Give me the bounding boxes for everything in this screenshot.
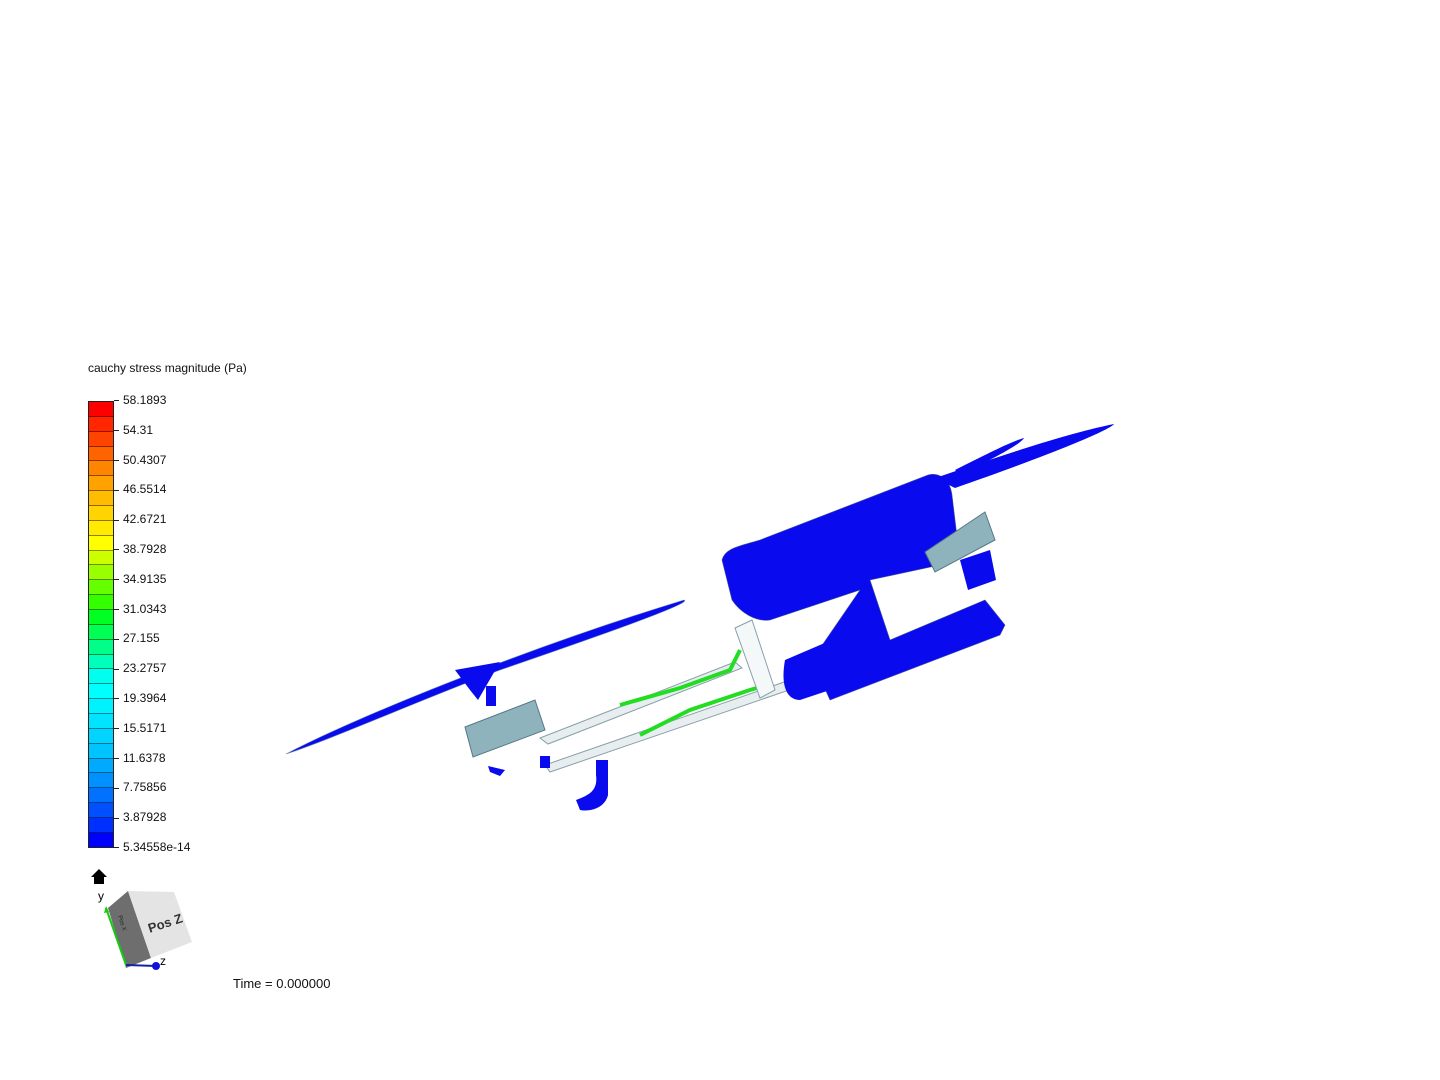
y-axis-arrow bbox=[104, 906, 109, 913]
propeller-right-tip bbox=[955, 438, 1024, 475]
legend-tick-label: 42.6721 bbox=[114, 512, 166, 526]
legend-tick-label: 38.7928 bbox=[114, 542, 166, 556]
legend-tick-label: 27.155 bbox=[114, 631, 160, 645]
legend-band bbox=[89, 728, 113, 744]
landing-foot-left bbox=[488, 766, 505, 776]
drone-model bbox=[285, 424, 1114, 811]
legend-tick-label: 3.87928 bbox=[114, 810, 166, 824]
legend-tick-label: 58.1893 bbox=[114, 393, 166, 407]
legend-band bbox=[89, 402, 113, 417]
z-axis-dot bbox=[152, 962, 160, 970]
cube-side-face[interactable] bbox=[108, 891, 151, 968]
cube-side-label: Pos X bbox=[116, 915, 127, 932]
landing-block bbox=[540, 756, 550, 768]
legend-band bbox=[89, 803, 113, 819]
legend-tick-label: 23.2757 bbox=[114, 661, 166, 675]
legend-band bbox=[89, 416, 113, 432]
legend-tick-label: 19.3964 bbox=[114, 691, 166, 705]
lattice-motor-right bbox=[924, 511, 996, 573]
legend-band bbox=[89, 431, 113, 447]
motor-right-mount bbox=[960, 550, 996, 590]
legend-tick-label: 54.31 bbox=[114, 423, 153, 437]
z-axis-label: z bbox=[160, 954, 166, 968]
legend-tick-label: 5.34558e-14 bbox=[114, 840, 190, 854]
legend-band bbox=[89, 699, 113, 715]
legend-band bbox=[89, 506, 113, 521]
legend-band bbox=[89, 788, 113, 804]
legend-band bbox=[89, 580, 113, 596]
legend-band bbox=[89, 595, 113, 611]
frame-bracket bbox=[734, 619, 776, 699]
legend-band bbox=[89, 535, 113, 551]
cube-front-face[interactable] bbox=[128, 891, 192, 958]
legend-tick-label: 11.6378 bbox=[114, 751, 166, 765]
legend-tick-label: 15.5171 bbox=[114, 721, 166, 735]
y-axis-line bbox=[105, 907, 127, 966]
legend-tick-label: 7.75856 bbox=[114, 780, 166, 794]
time-readout: Time = 0.000000 bbox=[233, 976, 331, 991]
legend-band bbox=[89, 491, 113, 507]
motor-right-lower bbox=[783, 630, 875, 700]
legend-band bbox=[89, 669, 113, 685]
legend-band bbox=[89, 773, 113, 789]
legend-band bbox=[89, 758, 113, 774]
legend-band bbox=[89, 818, 113, 833]
legend-band bbox=[89, 654, 113, 670]
motor-shaft-left bbox=[486, 686, 496, 706]
legend-band bbox=[89, 446, 113, 462]
legend-band bbox=[89, 639, 113, 655]
legend-band bbox=[89, 624, 113, 640]
legend-band bbox=[89, 461, 113, 477]
legend-tick-label: 50.4307 bbox=[114, 453, 166, 467]
legend-band bbox=[89, 520, 113, 536]
legend-band bbox=[89, 476, 113, 492]
color-legend-bar bbox=[88, 401, 114, 848]
lattice-motor-left bbox=[464, 699, 546, 758]
propeller-right bbox=[935, 424, 1114, 488]
legend-title: cauchy stress magnitude (Pa) bbox=[88, 361, 247, 375]
propeller-hub-left bbox=[455, 662, 500, 700]
legend-band bbox=[89, 565, 113, 581]
legend-band bbox=[89, 610, 113, 625]
landing-leg bbox=[576, 760, 608, 811]
legend-tick-label: 34.9135 bbox=[114, 572, 166, 586]
home-icon[interactable] bbox=[90, 868, 108, 886]
legend-tick-label: 31.0343 bbox=[114, 602, 166, 616]
z-axis-line bbox=[125, 964, 157, 967]
y-axis-label: y bbox=[98, 889, 104, 903]
propeller-left bbox=[285, 599, 685, 755]
legend-tick-label: 46.5514 bbox=[114, 482, 166, 496]
legend-band bbox=[89, 684, 113, 700]
navigation-cube[interactable]: Pos Z Pos X y z bbox=[96, 886, 206, 976]
legend-band bbox=[89, 550, 113, 566]
legend-band bbox=[89, 714, 113, 729]
legend-band bbox=[89, 743, 113, 759]
legend-band bbox=[89, 832, 113, 847]
